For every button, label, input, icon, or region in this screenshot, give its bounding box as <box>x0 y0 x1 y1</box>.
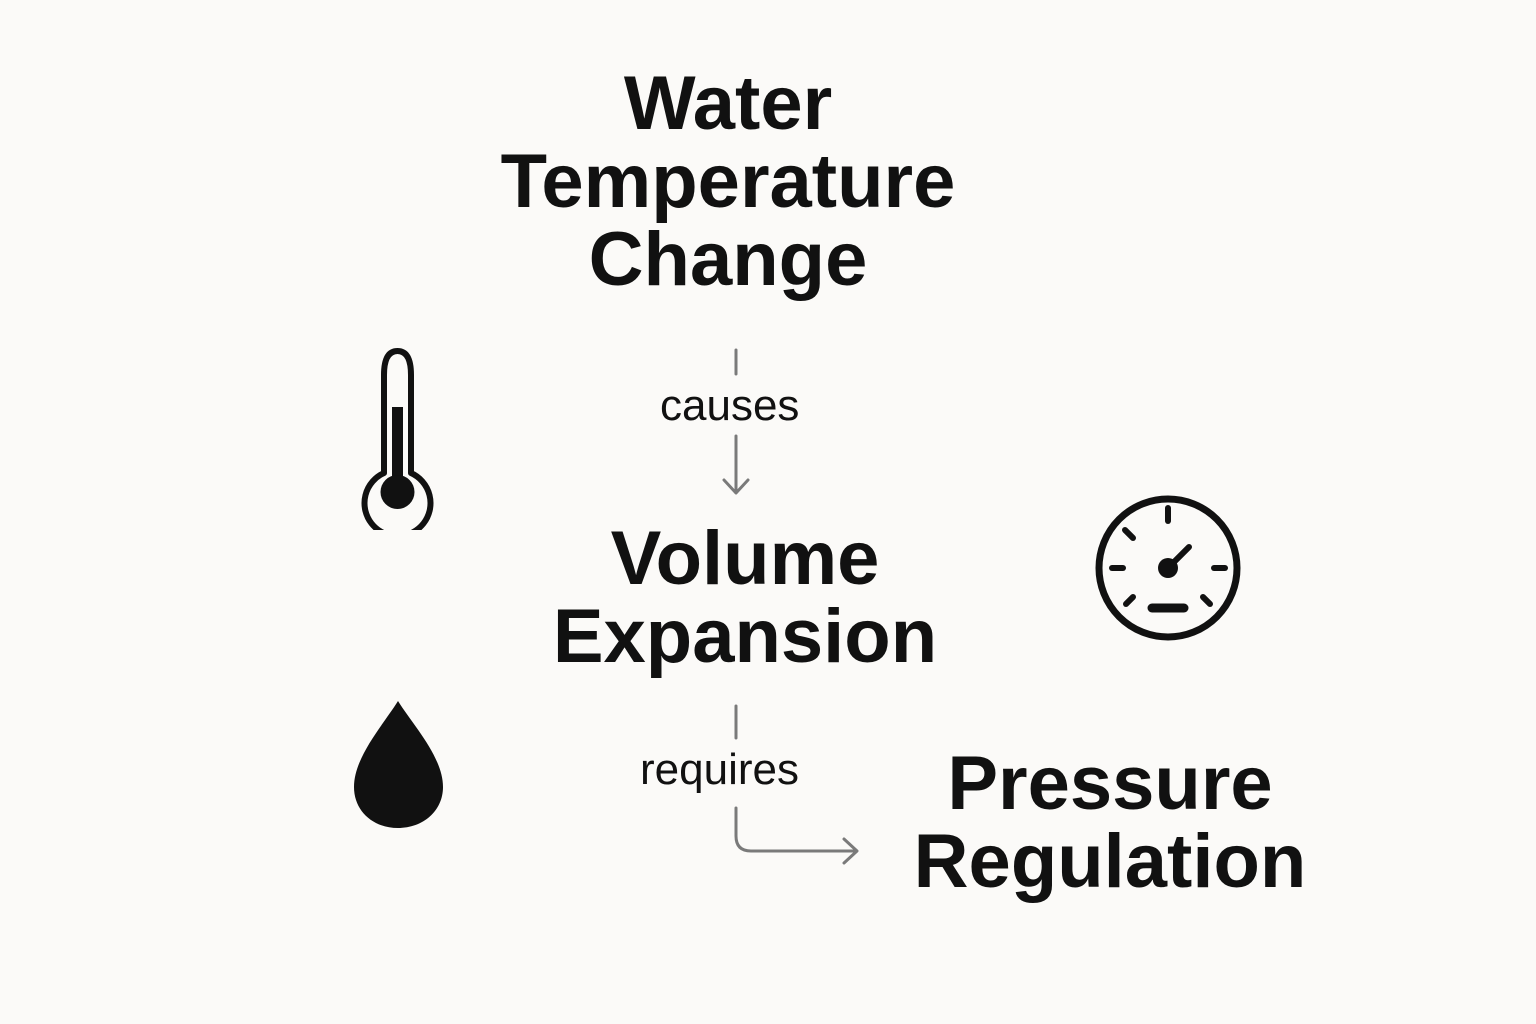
node-pressure-line-2: Regulation <box>913 819 1307 904</box>
requires-connector-bend <box>734 806 858 853</box>
node-water-temperature-change: Water Temperature Change <box>448 65 1008 299</box>
pressure-gauge-icon <box>1095 495 1241 641</box>
edge-label-causes: causes <box>660 381 800 430</box>
node-pressure-line-1: Pressure <box>947 741 1273 826</box>
node-water-line-2: Temperature <box>500 139 956 224</box>
thermometer-icon <box>361 348 434 530</box>
node-volume-line-1: Volume <box>610 516 880 601</box>
node-water-line-1: Water <box>623 61 833 146</box>
node-pressure-regulation: Pressure Regulation <box>880 745 1340 901</box>
node-volume-line-2: Expansion <box>552 594 938 679</box>
causes-arrowhead <box>722 478 750 495</box>
node-volume-expansion: Volume Expansion <box>520 520 970 676</box>
requires-arrowhead <box>842 837 859 865</box>
node-water-line-3: Change <box>588 217 868 302</box>
water-drop-icon <box>354 701 443 828</box>
edge-label-requires: requires <box>640 745 799 794</box>
